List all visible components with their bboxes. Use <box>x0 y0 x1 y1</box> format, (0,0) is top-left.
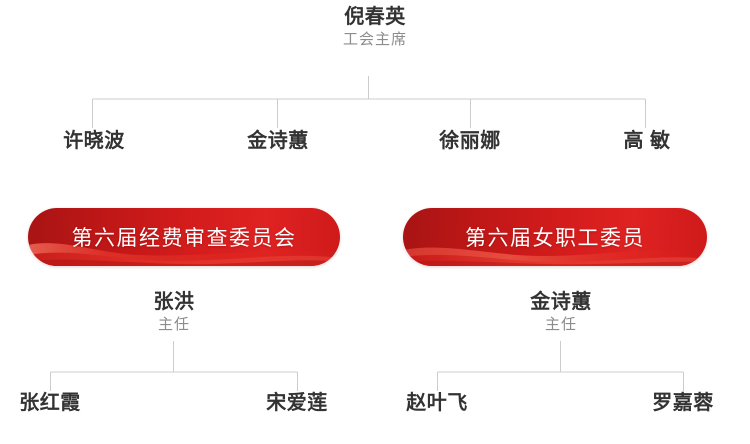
node-root: 倪春英 工会主席 <box>275 6 475 48</box>
committee-banner-finance-review[interactable]: 第六届经费审查委员会 <box>28 208 340 266</box>
member-name-left-1: 张红霞 <box>19 392 81 414</box>
root-title: 工会主席 <box>342 30 407 48</box>
node-member-left-1: 张红霞 <box>0 392 125 416</box>
member-name-left-2: 宋爱莲 <box>266 392 328 414</box>
node-member-left-2: 宋爱莲 <box>222 392 372 416</box>
level2-name-3: 徐丽娜 <box>439 130 501 152</box>
committee-label-finance-review: 第六届经费审查委员会 <box>71 227 297 250</box>
node-committee-head-left: 张洪 主任 <box>84 291 264 333</box>
level2-name-4: 高 敏 <box>623 130 671 152</box>
silk-ribbon-decoration <box>403 247 707 266</box>
level2-name-2: 金诗蕙 <box>247 130 309 152</box>
committee-head-name-left: 张洪 <box>153 291 195 313</box>
member-name-right-1: 赵叶飞 <box>406 392 468 414</box>
node-committee-head-right: 金诗蕙 主任 <box>471 291 651 333</box>
committee-label-women-workers: 第六届女职工委员 <box>465 227 645 250</box>
node-member-right-1: 赵叶飞 <box>362 392 512 416</box>
node-level2-1: 许晓波 <box>14 130 174 154</box>
node-level2-2: 金诗蕙 <box>198 130 358 154</box>
silk-ribbon-decoration <box>28 243 340 266</box>
level2-name-1: 许晓波 <box>63 130 125 152</box>
committee-head-name-right: 金诗蕙 <box>530 291 592 313</box>
member-name-right-2: 罗嘉蓉 <box>652 392 714 414</box>
node-level2-4: 高 敏 <box>567 130 727 154</box>
committee-head-title-left: 主任 <box>157 315 190 333</box>
node-member-right-2: 罗嘉蓉 <box>608 392 750 416</box>
root-name: 倪春英 <box>344 6 406 28</box>
node-level2-3: 徐丽娜 <box>390 130 550 154</box>
committee-head-title-right: 主任 <box>544 315 577 333</box>
committee-banner-women-workers[interactable]: 第六届女职工委员 <box>403 208 707 266</box>
